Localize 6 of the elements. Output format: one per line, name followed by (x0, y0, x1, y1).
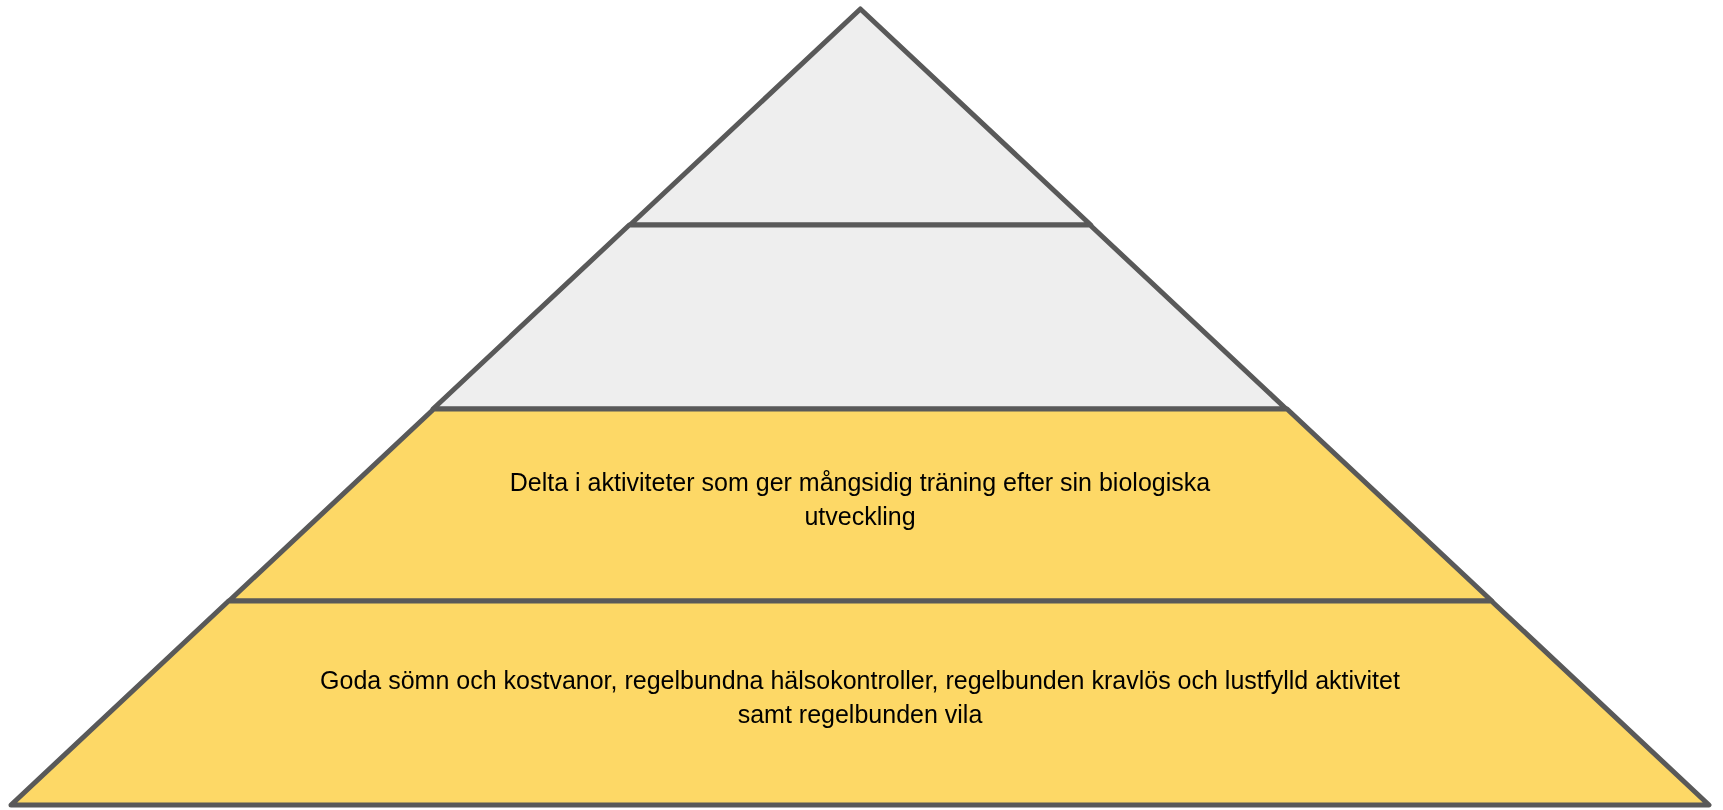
pyramid-top-triangle (629, 9, 1091, 225)
pyramid-level (228, 409, 1492, 601)
level-text: Delta i aktiviteter som ger mångsidig träning efter sin biologiska utveckling (508, 467, 1212, 532)
pyramid-level (433, 225, 1287, 409)
pyramid-level (11, 601, 1709, 805)
level-text: Goda sömn och kostvanor, regelbundna hälsokontroller, regelbunden kravlös och lustfylld aktivitet samt regelbunden vila (319, 665, 1401, 730)
